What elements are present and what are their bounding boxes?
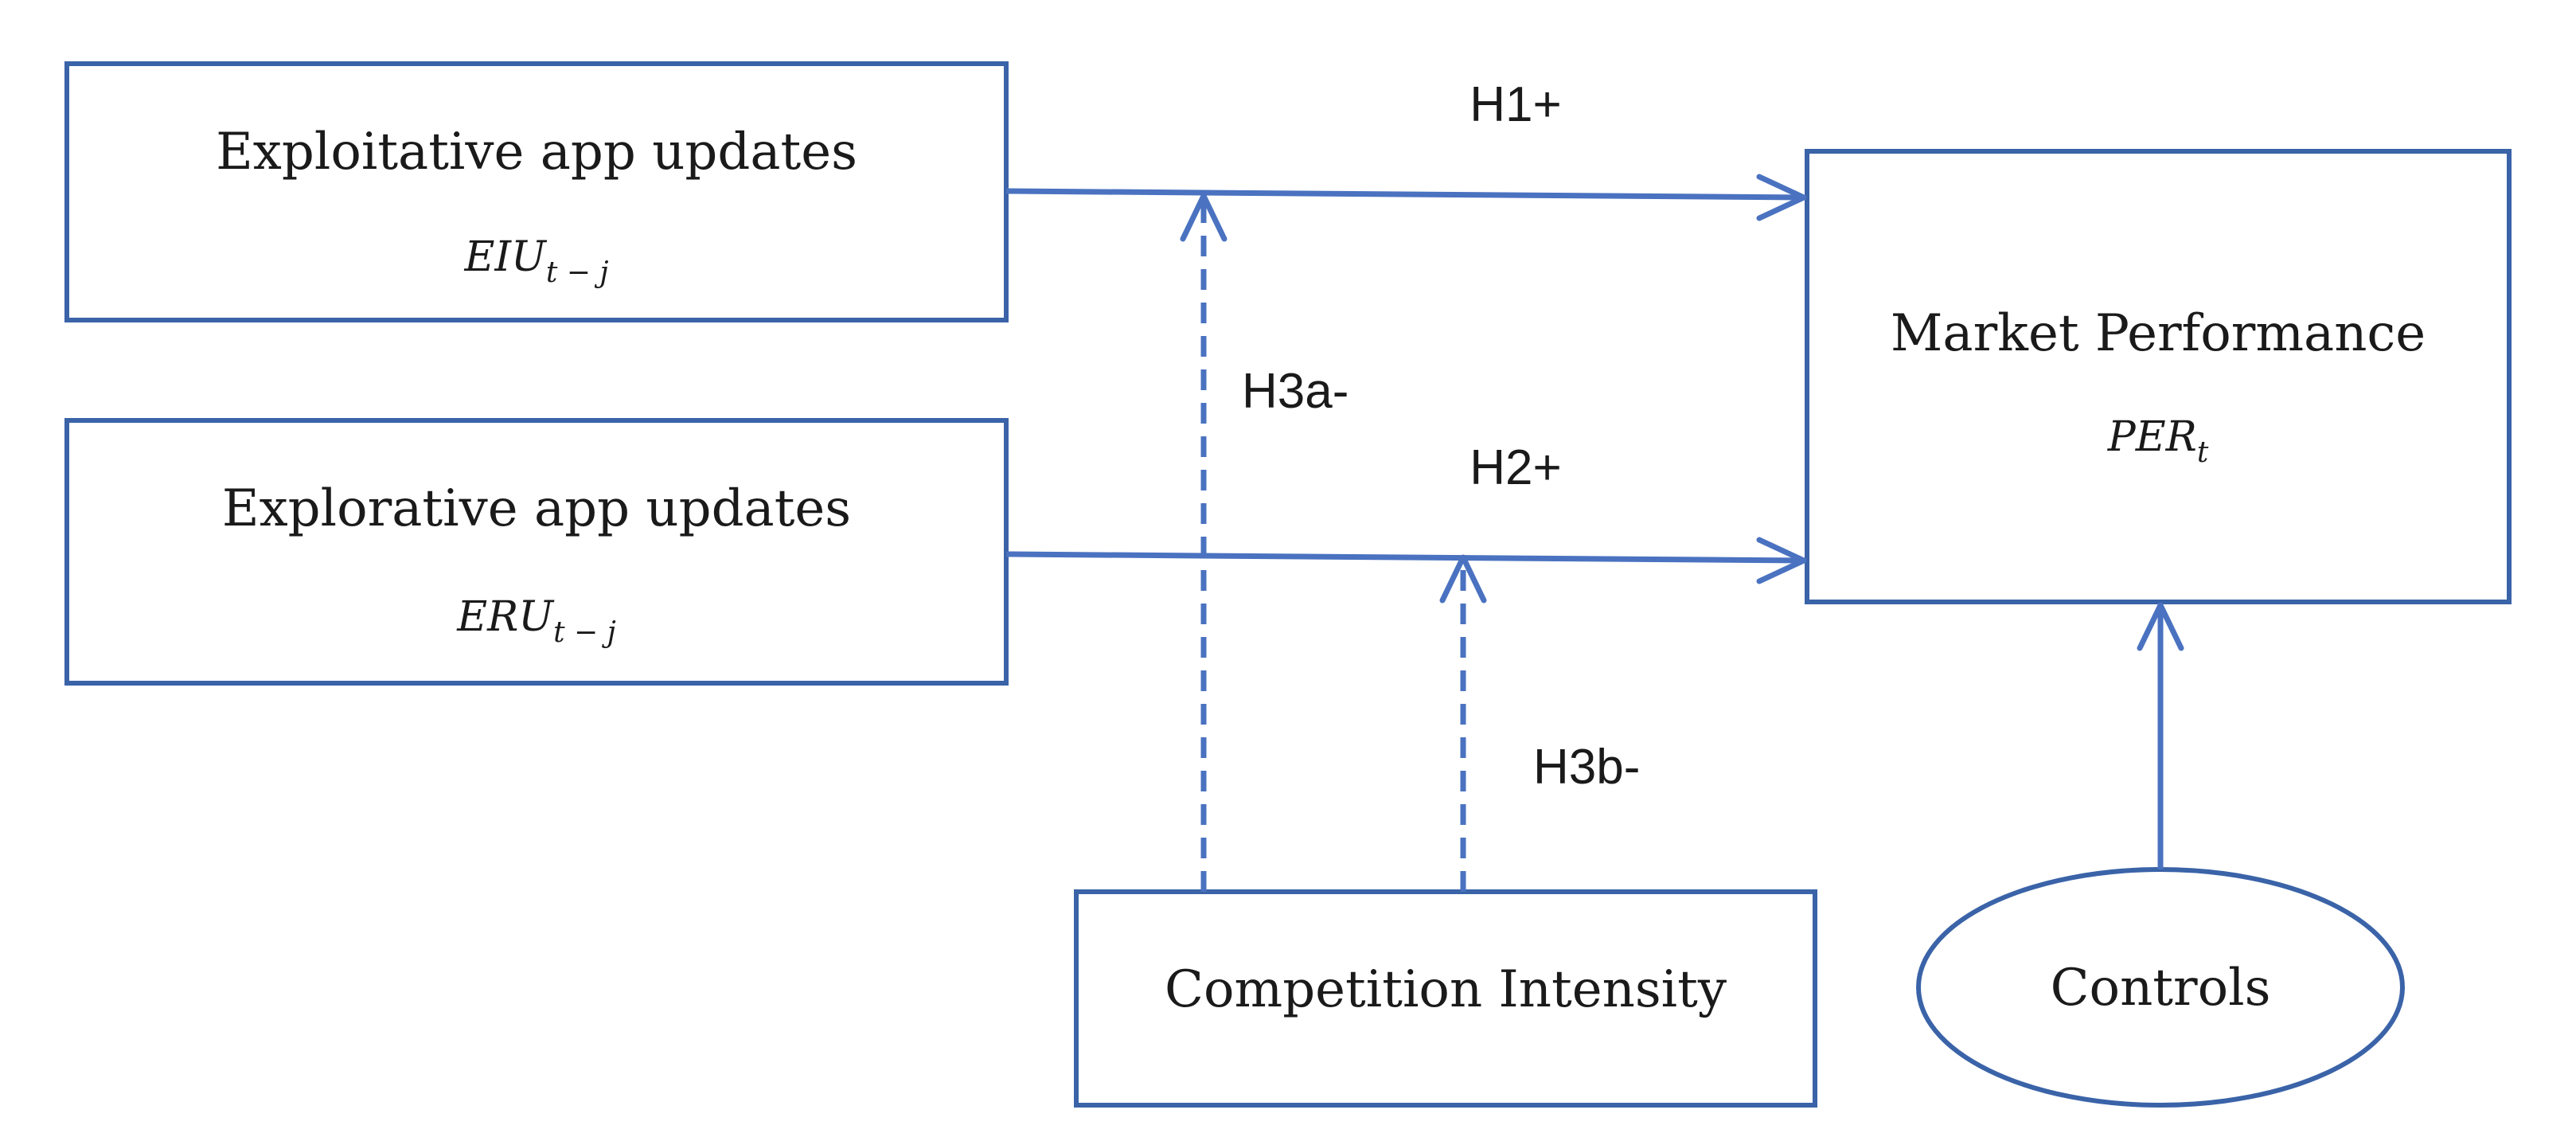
edge-h2 <box>1005 537 1807 584</box>
node-market-performance-var-subscript: t <box>2197 436 2209 469</box>
edge-h3b <box>1439 554 1487 892</box>
label-h3a: H3a- <box>1242 364 1348 419</box>
node-exploitative-variable: EIUt − j <box>463 233 608 289</box>
node-market-performance-box <box>1805 149 2512 604</box>
node-controls-title: Controls <box>2051 959 2271 1018</box>
node-competition-intensity-title: Competition Intensity <box>1165 960 1727 1019</box>
node-market-performance-variable: PERt <box>2107 413 2209 469</box>
edge-h3a-arrowhead <box>1180 193 1228 242</box>
node-explorative-title: Explorative app updates <box>222 479 851 538</box>
label-h1: H1+ <box>1469 77 1561 132</box>
node-competition-intensity: Competition Intensity <box>1074 889 1817 1108</box>
edge-h3b-arrowhead <box>1439 554 1487 604</box>
label-h3b: H3b- <box>1533 740 1640 795</box>
node-market-performance-title: Market Performance <box>1891 304 2426 363</box>
node-controls: Controls <box>1916 867 2405 1108</box>
node-explorative-box <box>64 418 1009 686</box>
edge-h1 <box>1005 174 1807 221</box>
node-explorative-variable: ERUt − j <box>456 593 616 649</box>
node-exploitative-var-subscript: t − j <box>546 256 609 289</box>
node-explorative-var-subscript: t − j <box>553 616 616 649</box>
node-explorative-var-main: ERU <box>456 593 555 641</box>
edge-h2-arrowhead <box>1756 537 1807 584</box>
node-exploitative-app-updates: Exploitative app updates EIUt − j <box>64 61 1009 322</box>
edge-controls <box>2137 602 2184 869</box>
node-market-performance: Market Performance PERt <box>1805 149 2512 604</box>
edge-h1-line <box>1005 188 1805 201</box>
node-exploitative-box <box>64 61 1009 322</box>
edge-h3a <box>1180 193 1228 892</box>
edge-h1-arrowhead <box>1756 174 1807 221</box>
label-h2: H2+ <box>1469 440 1561 495</box>
node-exploitative-title: Exploitative app updates <box>216 123 857 182</box>
edge-h2-line <box>1005 551 1805 564</box>
edge-controls-arrowhead <box>2137 602 2184 651</box>
node-exploitative-var-main: EIU <box>463 233 548 281</box>
node-competition-intensity-box <box>1074 889 1817 1108</box>
node-market-performance-var-main: PER <box>2107 413 2197 461</box>
node-explorative-app-updates: Explorative app updates ERUt − j <box>64 418 1009 686</box>
